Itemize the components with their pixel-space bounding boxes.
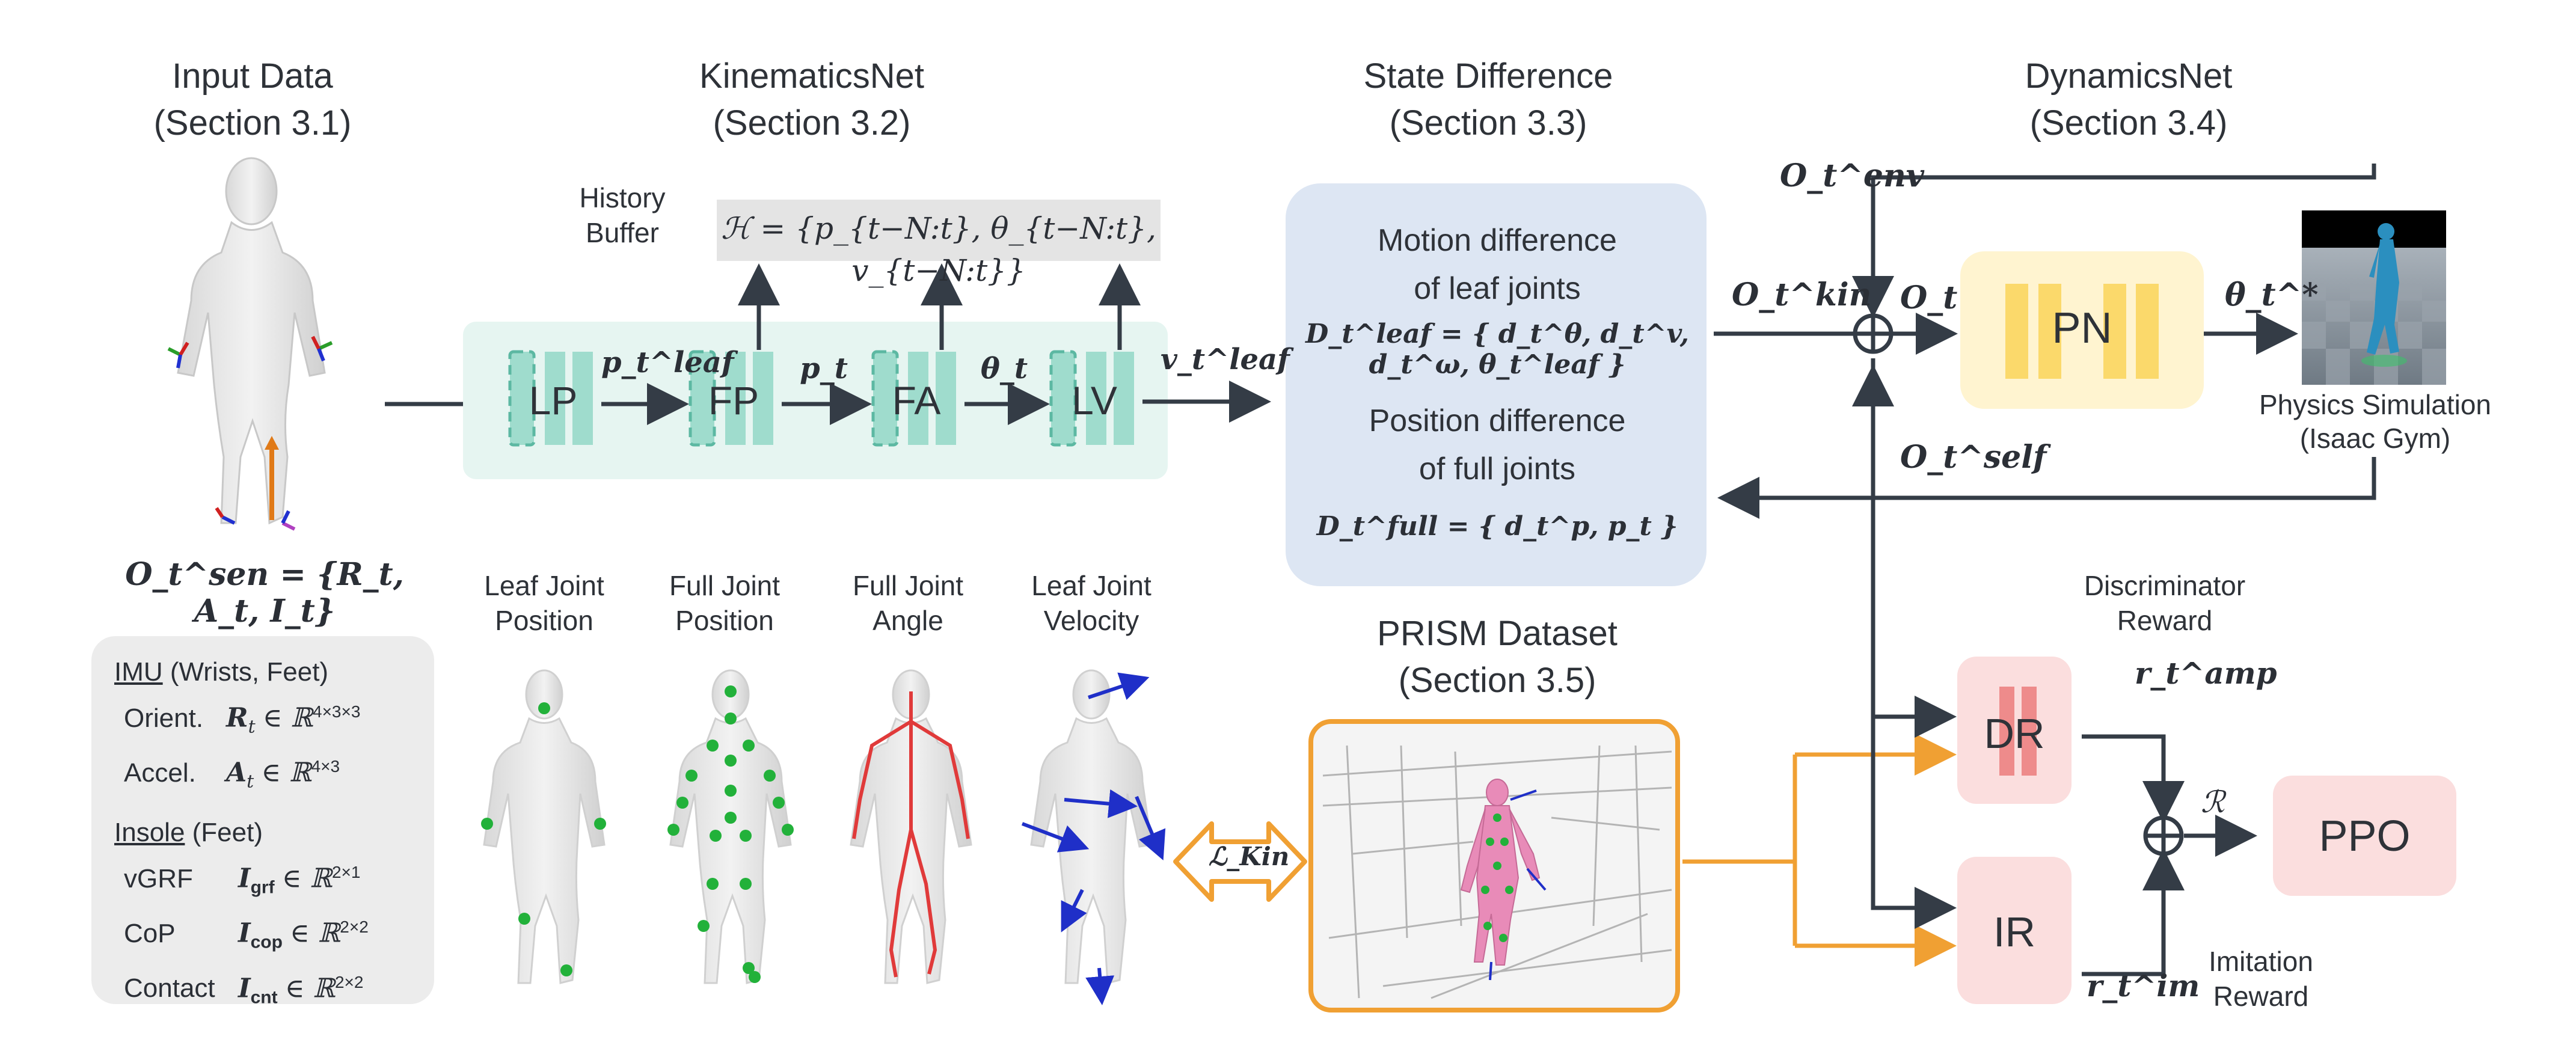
- dr-label: DR: [1984, 710, 2045, 757]
- pose-figures: [481, 669, 1166, 1005]
- module-fp: FP: [708, 378, 759, 423]
- state-title: State Difference(Section 3.3): [1363, 57, 1613, 142]
- history-buffer-box: [717, 200, 1161, 261]
- leaf-joint-dots: [481, 702, 606, 976]
- obs-t-label: O_t: [1900, 280, 1958, 316]
- motion-difference-formula: D_t^leaf = { d_t^θ, d_t^v, d_t^ω, θ_t^le…: [1305, 319, 1689, 380]
- total-reward-label: ℛ: [2201, 785, 2225, 819]
- fp-module-bars: [688, 350, 773, 447]
- module-lp: LP: [529, 378, 578, 423]
- dr-bar-1: [1999, 687, 2014, 776]
- full-joint-dots: [667, 685, 794, 983]
- obs-env-label: O_t^env: [1780, 158, 1924, 194]
- ppo-box: [2273, 776, 2456, 896]
- obs-kin-label: O_t^kin: [1732, 277, 1872, 313]
- kinematics-panel: [463, 322, 1168, 479]
- leaf-joint-velocity-figure: [1030, 669, 1153, 984]
- dataset-to-rewards-lines: [1682, 734, 1957, 967]
- dynamics-title: DynamicsNet(Section 3.4): [2025, 57, 2233, 142]
- joint-angle-lines: [852, 691, 970, 978]
- fa-module-bars: [871, 350, 956, 447]
- position-difference-formula: D_t^full = { d_t^p, p_t }: [1316, 511, 1678, 542]
- lv-module-bars: [1049, 350, 1134, 447]
- dr-bar-2: [2022, 687, 2037, 776]
- insole-heading: Insole (Feet): [114, 817, 263, 847]
- input-human-figure: [177, 157, 326, 525]
- input-title: Input Data(Section 3.1): [153, 57, 352, 142]
- pn-label: PN: [2052, 304, 2112, 352]
- pn-module-bars: [2005, 284, 2159, 379]
- full-joint-angle-figure: [850, 669, 972, 984]
- module-lv: LV: [1072, 378, 1117, 423]
- dynamics-observation-lines: [1714, 164, 2376, 976]
- obs-self-label: O_t^self: [1900, 439, 2047, 476]
- imu-row-orient: Orient.Rt ∈ ℝ4×3×3: [124, 702, 361, 738]
- ir-box: [1957, 857, 2072, 1004]
- physics-simulation-label: Physics Simulation(Isaac Gym): [2259, 389, 2492, 454]
- r-amp-label: r_t^amp: [2135, 655, 2277, 691]
- prism-dataset-title: PRISM Dataset(Section 3.5): [1377, 614, 1618, 700]
- physics-simulation-image: [2302, 210, 2446, 385]
- kin-loss-double-arrow: [1173, 821, 1307, 902]
- kinematics-title: KinematicsNet(Section 3.2): [699, 57, 924, 142]
- r-im-label: r_t^im: [2087, 968, 2200, 1003]
- imu-heading: IMU (Wrists, Feet): [114, 657, 329, 687]
- module-fa: FA: [892, 378, 941, 423]
- state-difference-panel: [1286, 183, 1707, 586]
- imu-row-accel: Accel.At ∈ ℝ4×3: [124, 757, 340, 792]
- sensor-box-content: IMU (Wrists, Feet) Orient.Rt ∈ ℝ4×3×3 Ac…: [114, 652, 427, 1017]
- sum-nodes: [1853, 313, 2184, 856]
- prism-dataset-frame: [1308, 719, 1680, 1012]
- lp-module-bars: [508, 350, 593, 447]
- imu-sensor-markers: [167, 335, 333, 531]
- joint-velocity-arrows: [1021, 672, 1166, 1005]
- ir-label: IR: [1993, 908, 2035, 955]
- sensor-observation: O_t^sen = {R_t, A_t, I_t}: [125, 556, 404, 630]
- sensor-info-box: [91, 636, 434, 1004]
- edge-leaf-velocity: v_t^leaf: [1161, 343, 1290, 376]
- theta-star-label: θ_t^*: [2225, 277, 2319, 313]
- kinematics-arrows: [601, 263, 1271, 425]
- kin-loss-label: ℒ_Kin: [1209, 842, 1290, 871]
- edge-position: p_t: [800, 352, 848, 385]
- leaf-joint-position-figure: [483, 669, 606, 984]
- history-buffer-formula: ℋ = {p_{t−N:t}, θ_{t−N:t}, v_{t−N:t}}: [721, 211, 1156, 288]
- edge-leaf-position: p_t^leaf: [601, 346, 734, 379]
- ppo-label: PPO: [2319, 812, 2411, 860]
- edge-angle: θ_t: [980, 352, 1028, 385]
